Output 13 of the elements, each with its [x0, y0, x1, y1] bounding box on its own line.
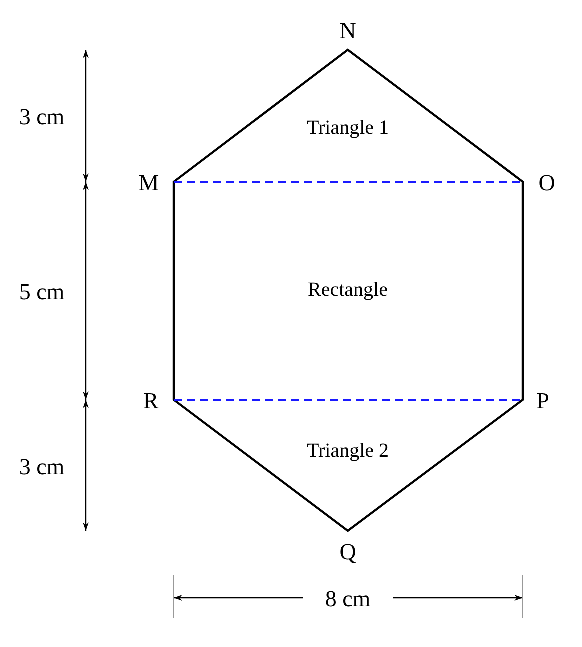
dimension-label: 8 cm: [325, 588, 371, 610]
region-label: Triangle 2: [306, 441, 390, 461]
vertex-label: R: [143, 390, 159, 412]
vertex-label: P: [536, 390, 550, 412]
dimension-label: 3 cm: [19, 106, 65, 128]
vertex-label: O: [538, 172, 556, 194]
dimension-label: 3 cm: [19, 456, 65, 478]
vertex-label: M: [138, 172, 160, 194]
vertex-label: N: [340, 20, 356, 42]
dimension-label: 5 cm: [19, 280, 65, 304]
region-label: Triangle 1: [306, 118, 390, 138]
region-label: Rectangle: [308, 280, 388, 300]
vertex-label: Q: [340, 540, 356, 564]
